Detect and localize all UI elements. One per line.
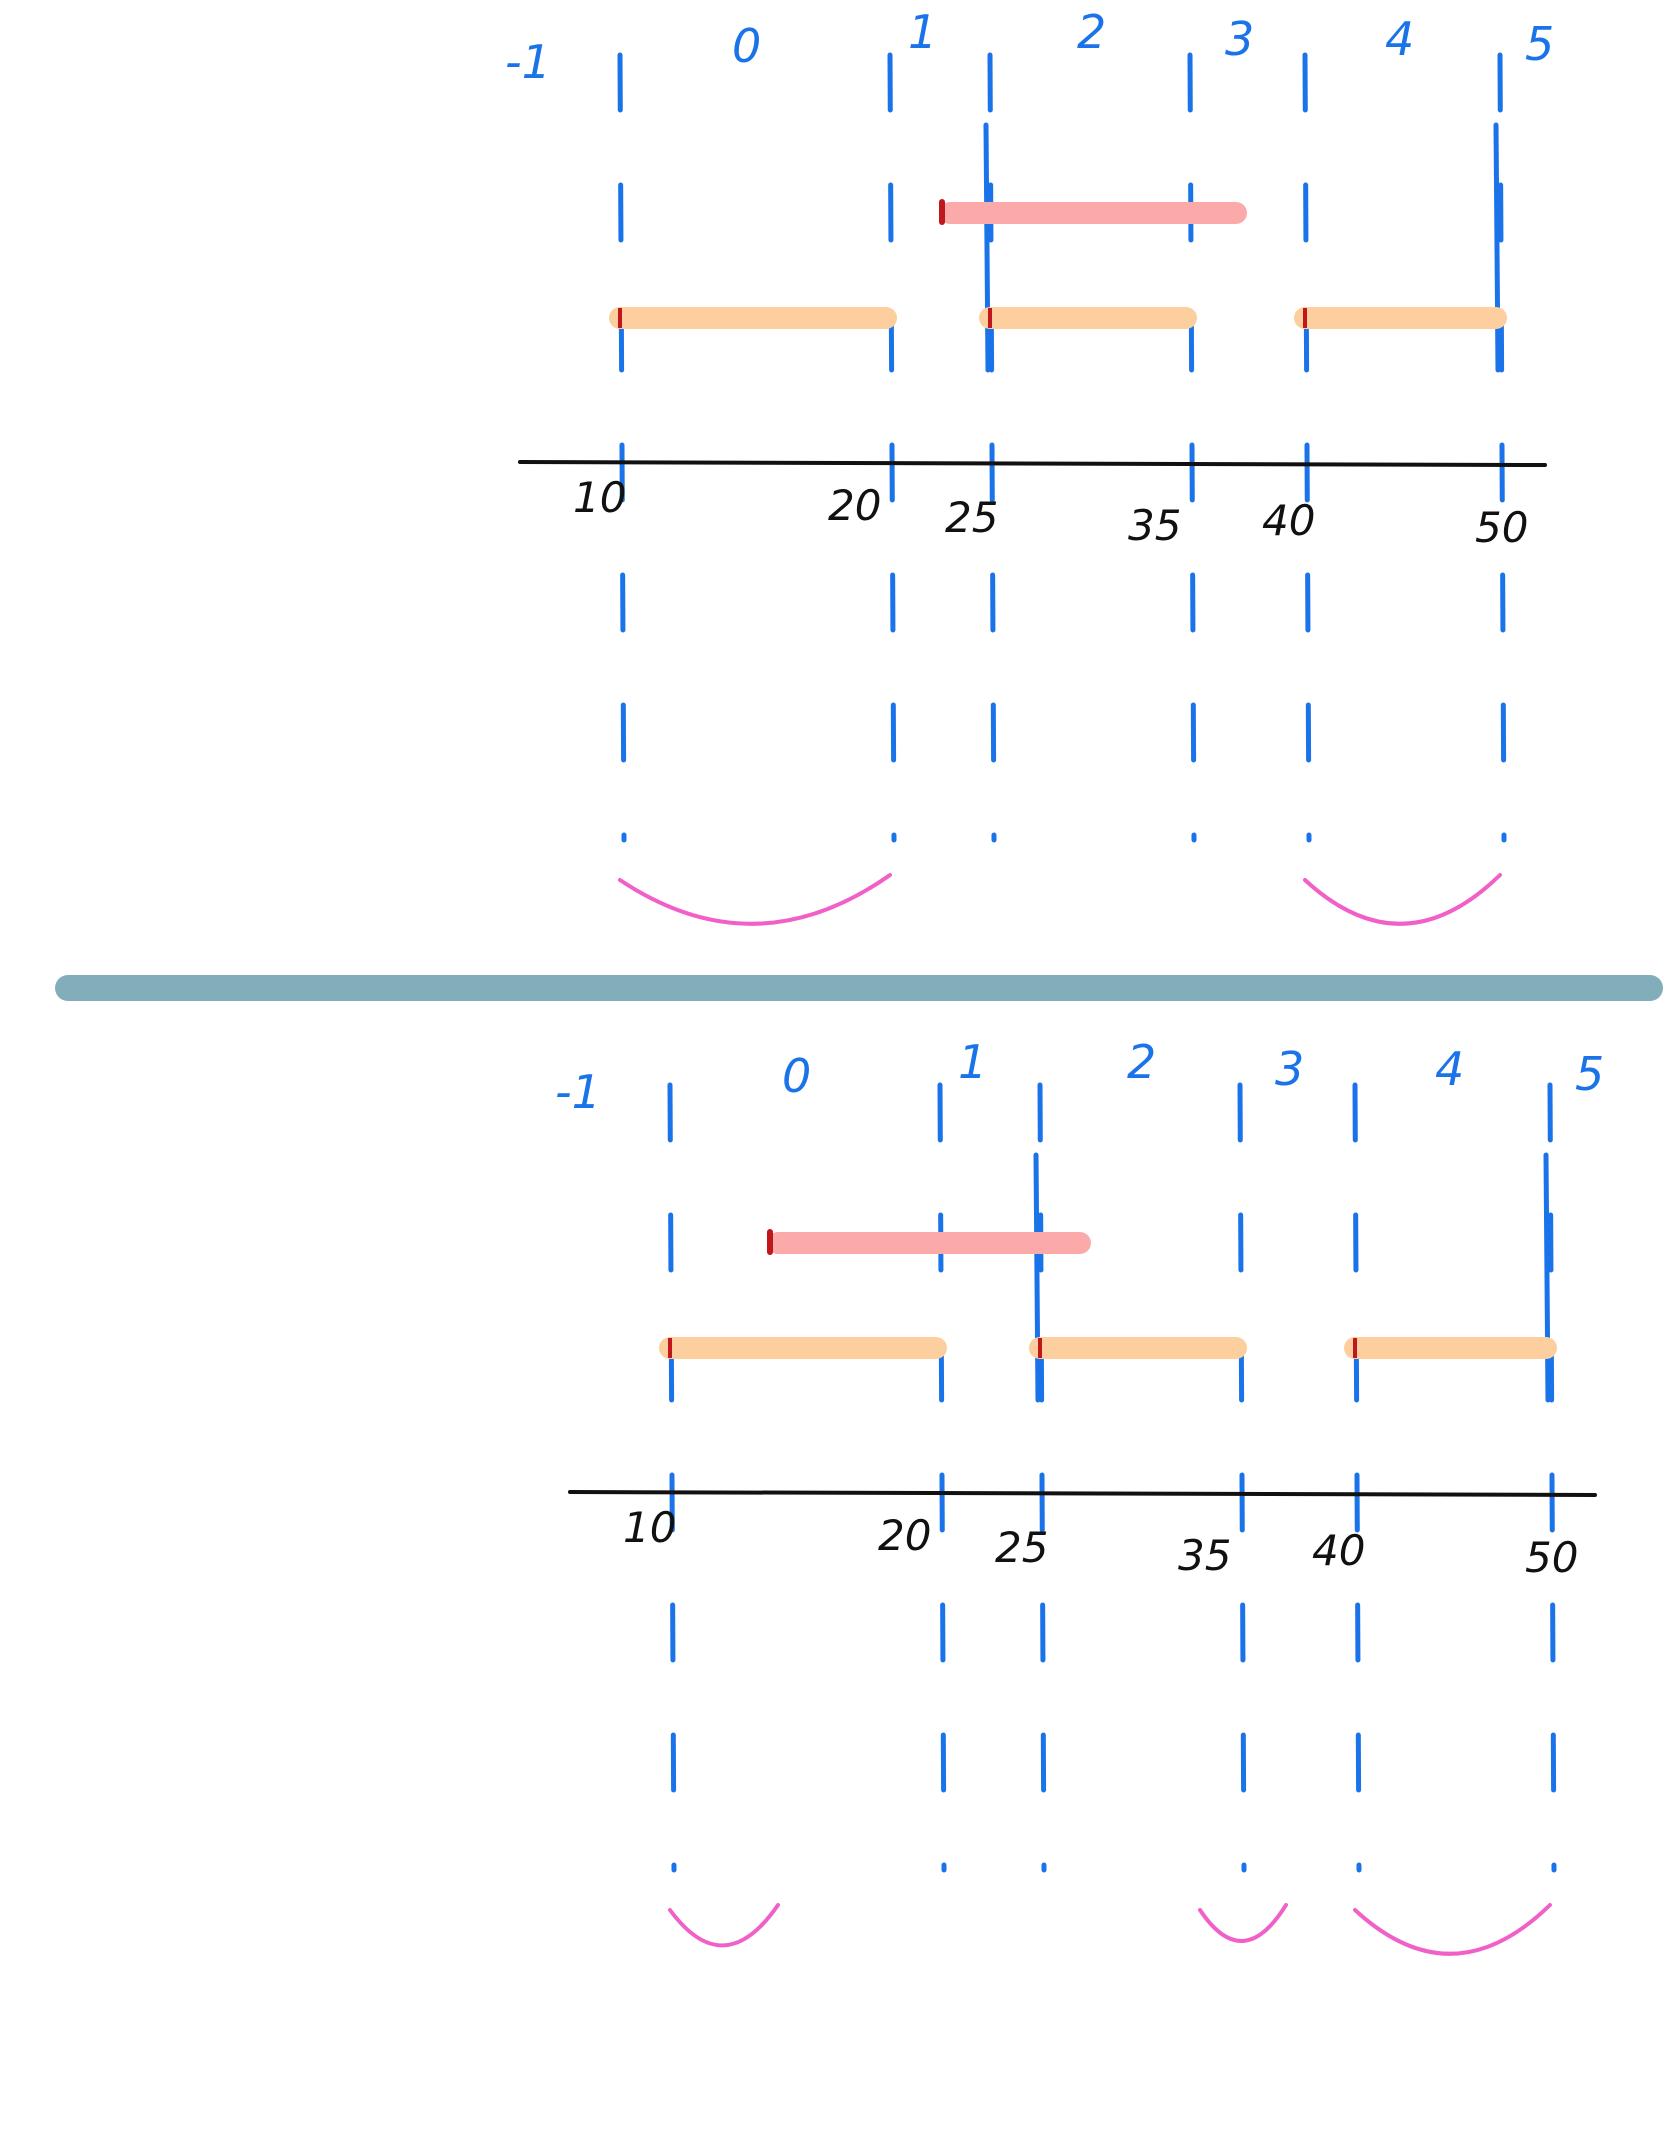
guide-solid	[1033, 1152, 1041, 1403]
guides-bottom	[667, 1082, 1557, 1873]
merge-arcs-bottom	[668, 1903, 1552, 1956]
number-axis-bottom	[568, 1490, 1597, 1497]
index-label: 2	[1127, 1035, 1156, 1089]
axis-tick-label: 20	[828, 481, 881, 530]
index-labels-top: -1 0 1 2 3 4 5	[505, 5, 1554, 89]
guide-line	[667, 1082, 677, 1873]
guide-solid	[1493, 122, 1501, 373]
axis-tick-label: 25	[995, 1523, 1048, 1572]
panel-bottom: -1 0 1 2 3 4 5 10 20 25 35 40 50	[555, 1035, 1604, 1956]
merge-arc	[668, 1903, 780, 1948]
panel-top: -1 0 1 2 3 4 5 10 20 25 35 40 50	[505, 5, 1554, 926]
merge-arc	[1353, 1903, 1552, 1956]
axis-tick-labels-bottom: 10 20 25 35 40 50	[623, 1503, 1578, 1582]
merge-arcs-top	[618, 873, 1502, 926]
axis-tick-label: 10	[623, 1503, 676, 1552]
axis-tick-label: 10	[573, 473, 626, 522]
guide-line	[617, 52, 627, 843]
index-label: 1	[958, 1035, 987, 1089]
bars-top	[609, 199, 1507, 329]
index-label: 4	[1385, 12, 1414, 66]
axis-tick-label: 20	[878, 1511, 931, 1560]
index-label: 4	[1435, 1042, 1464, 1096]
guide-solid	[983, 122, 991, 373]
index-label: -1	[555, 1065, 601, 1119]
index-label: 5	[1525, 17, 1554, 71]
axis-tick-label: 35	[1178, 1531, 1231, 1580]
guide-line	[987, 52, 997, 843]
merge-arc	[1303, 873, 1502, 926]
index-label: 0	[782, 1049, 811, 1103]
axis-tick-label: 50	[1475, 503, 1528, 552]
index-label: 3	[1225, 12, 1254, 66]
guide-line	[1547, 1082, 1557, 1873]
axis-tick-label: 40	[1262, 496, 1315, 545]
guide-line	[1237, 1082, 1247, 1873]
index-labels-bottom: -1 0 1 2 3 4 5	[555, 1035, 1604, 1119]
axis-tick-label: 50	[1525, 1533, 1578, 1582]
guide-line	[887, 52, 897, 843]
axis-tick-label: 35	[1128, 501, 1181, 550]
index-label: 1	[908, 5, 937, 59]
index-label: 2	[1077, 5, 1106, 59]
number-axis-top	[518, 460, 1547, 467]
index-label: 3	[1275, 1042, 1304, 1096]
index-label: 0	[732, 19, 761, 73]
guide-line	[1037, 1082, 1047, 1873]
index-label: -1	[505, 35, 551, 89]
guide-solid	[1543, 1152, 1551, 1403]
axis-tick-label: 25	[945, 493, 998, 542]
merge-arc	[1198, 1903, 1288, 1943]
index-label: 5	[1575, 1047, 1604, 1101]
guide-line	[1187, 52, 1197, 843]
guide-line	[1497, 52, 1507, 843]
guide-line	[1302, 52, 1312, 843]
axis-tick-label: 40	[1312, 1526, 1365, 1575]
guide-line	[1352, 1082, 1362, 1873]
bars-bottom	[659, 1229, 1557, 1359]
guide-line	[937, 1082, 947, 1873]
merge-arc	[618, 873, 892, 926]
guides-top	[617, 52, 1507, 843]
axis-tick-labels-top: 10 20 25 35 40 50	[573, 473, 1528, 552]
